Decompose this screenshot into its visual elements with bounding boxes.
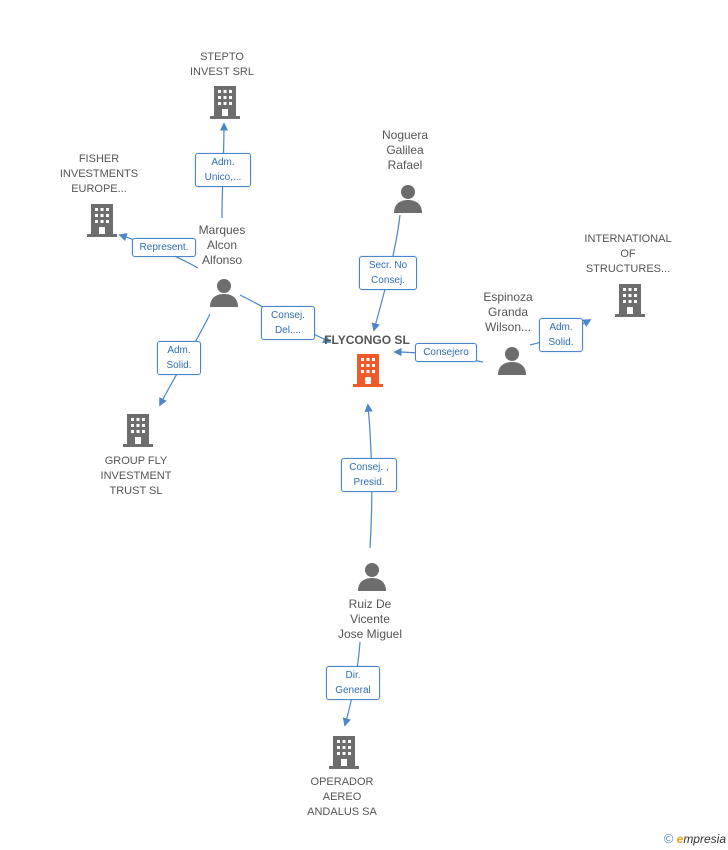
node-label-fisher[interactable]: FISHER INVESTMENTS EUROPE...: [59, 153, 139, 195]
person-icon[interactable]: [208, 276, 240, 308]
copyright-icon: ©: [663, 831, 674, 846]
edge-label-adm-unico[interactable]: Adm. Unico,...: [195, 153, 251, 187]
person-icon[interactable]: [392, 182, 424, 214]
edge-label-consej-del[interactable]: Consej. Del....: [261, 306, 315, 340]
building-icon[interactable]: [209, 84, 241, 120]
brand-footer: © empresia: [664, 831, 726, 846]
brand-logo: empresia: [676, 832, 726, 846]
building-icon-main[interactable]: [352, 352, 384, 388]
node-label-stepto[interactable]: STEPTO INVEST SRL: [190, 51, 254, 78]
node-label-flycongo[interactable]: FLYCONGO SL: [324, 333, 410, 347]
building-icon[interactable]: [86, 202, 118, 238]
node-label-marques[interactable]: Marques Alcon Alfonso: [198, 223, 246, 267]
edge-label-secr-no-consej[interactable]: Secr. No Consej.: [359, 256, 417, 290]
edge-label-adm-solid-right[interactable]: Adm. Solid.: [539, 318, 583, 352]
person-icon[interactable]: [356, 560, 388, 592]
node-label-espinoza[interactable]: Espinoza Granda Wilson...: [483, 290, 533, 334]
node-label-international[interactable]: INTERNATIONAL OF STRUCTURES...: [584, 233, 672, 275]
edge-label-consejero[interactable]: Consejero: [415, 343, 477, 362]
edge-label-consej-presid[interactable]: Consej. , Presid.: [341, 458, 397, 492]
node-label-ruiz[interactable]: Ruiz De Vicente Jose Miguel: [337, 597, 403, 641]
building-icon[interactable]: [122, 412, 154, 448]
node-label-groupfly[interactable]: GROUP FLY INVESTMENT TRUST SL: [100, 455, 172, 497]
building-icon[interactable]: [614, 282, 646, 318]
person-icon[interactable]: [496, 344, 528, 376]
edge-label-represent[interactable]: Represent.: [132, 238, 196, 257]
node-label-noguera[interactable]: Noguera Galilea Rafael: [381, 128, 429, 172]
node-label-operador[interactable]: OPERADOR AEREO ANDALUS SA: [307, 776, 377, 818]
edge-label-dir-general[interactable]: Dir. General: [326, 666, 380, 700]
building-icon[interactable]: [328, 734, 360, 770]
edge-label-adm-solid-left[interactable]: Adm. Solid.: [157, 341, 201, 375]
